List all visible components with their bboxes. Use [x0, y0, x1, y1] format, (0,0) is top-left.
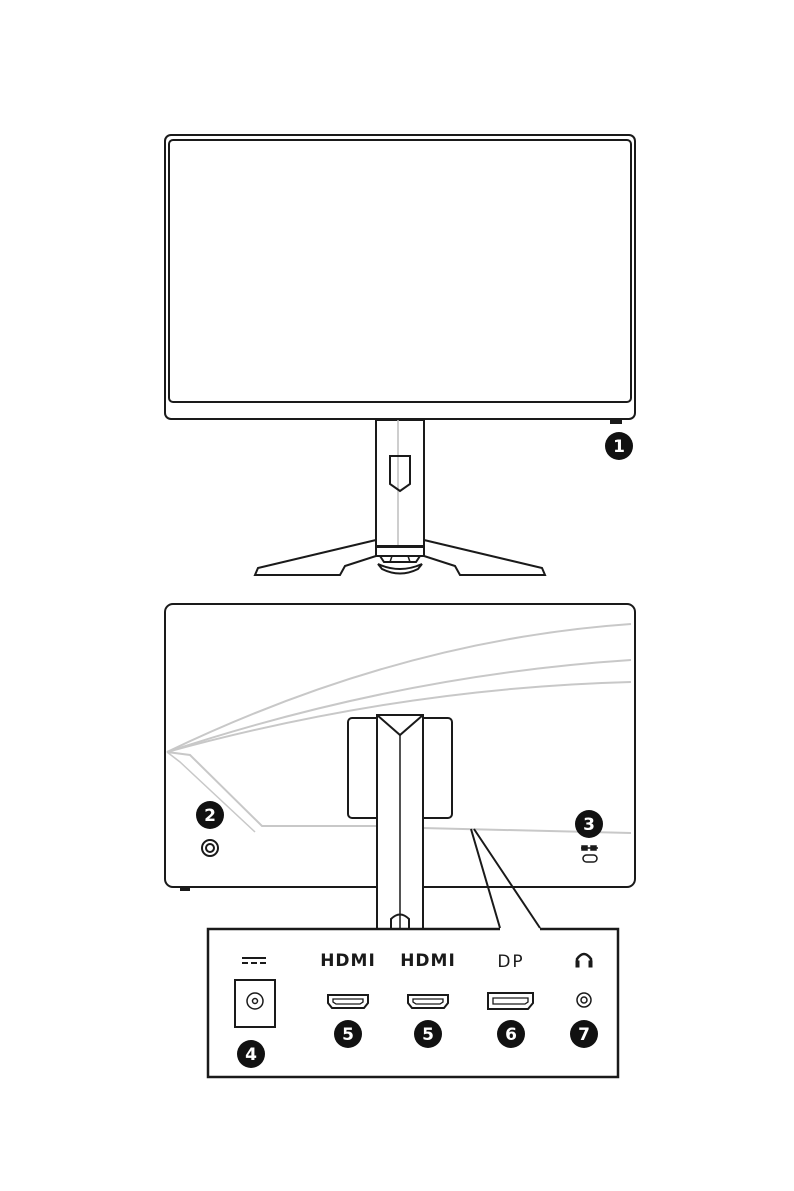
rear-stand	[377, 715, 423, 931]
joystick-button	[202, 840, 218, 856]
hdmi-1-label: HDMI	[320, 951, 376, 971]
stand-foot-right	[424, 540, 545, 575]
power-button	[611, 419, 621, 423]
front-bezel	[165, 135, 635, 419]
callout-5a-number: 5	[342, 1025, 354, 1045]
zoom-leader	[471, 829, 540, 928]
callout-7: 7	[570, 1020, 598, 1048]
callout-5a: 5	[334, 1020, 362, 1048]
front-screen	[169, 140, 631, 402]
io-panel: HDMI HDMI DP	[208, 929, 618, 1077]
kensington-lock-icon	[581, 846, 598, 850]
callout-4: 4	[237, 1040, 265, 1068]
callout-3: 3	[575, 810, 603, 838]
callout-2-number: 2	[204, 806, 216, 826]
stand-foot-left	[255, 540, 376, 575]
kensington-slot	[583, 855, 597, 862]
callout-3-number: 3	[583, 815, 595, 835]
rear-foot	[180, 887, 190, 891]
callout-5b: 5	[414, 1020, 442, 1048]
cable-hole	[390, 456, 410, 491]
callout-1: 1	[605, 432, 633, 460]
dp-label: DP	[497, 952, 524, 972]
callout-6-number: 6	[505, 1025, 517, 1045]
callout-4-number: 4	[245, 1045, 257, 1065]
callout-5b-number: 5	[422, 1025, 434, 1045]
front-view	[165, 135, 635, 575]
callout-2: 2	[196, 801, 224, 829]
callout-1-number: 1	[613, 437, 625, 457]
front-stand	[255, 420, 545, 575]
hdmi-2-label: HDMI	[400, 951, 456, 971]
callout-7-number: 7	[578, 1025, 590, 1045]
stand-center-base	[378, 564, 422, 574]
callout-6: 6	[497, 1020, 525, 1048]
stand-column	[376, 420, 424, 547]
